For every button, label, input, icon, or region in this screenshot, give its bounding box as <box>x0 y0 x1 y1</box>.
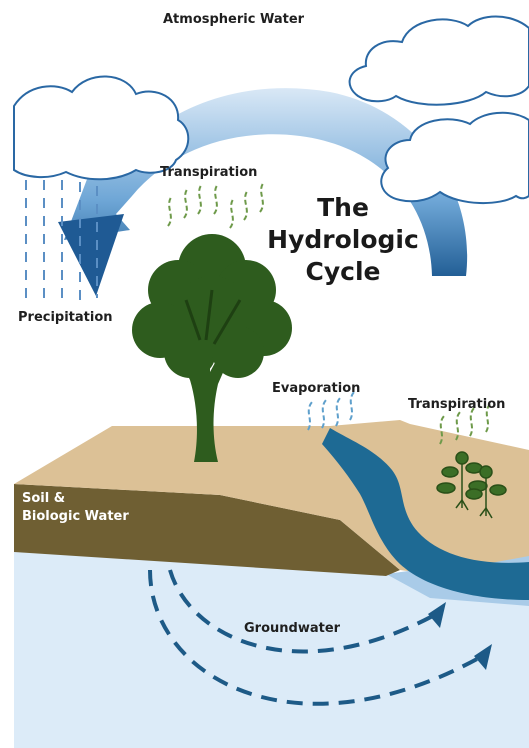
label-precipitation: Precipitation <box>18 310 113 325</box>
label-groundwater: Groundwater <box>244 621 341 636</box>
groundwater-arrowhead-lower <box>474 644 492 670</box>
river <box>322 428 529 600</box>
title-line-3: Cycle <box>305 257 381 286</box>
title-line-2: Hydrologic <box>267 225 419 254</box>
label-soil-line1: Soil & <box>22 491 66 506</box>
evaporation-steam <box>307 391 355 431</box>
title-line-1: The <box>317 193 369 222</box>
diagram-title: The Hydrologic Cycle <box>258 192 428 288</box>
plants <box>436 451 507 519</box>
cloud-left <box>13 75 190 181</box>
groundwater-arrowhead-upper <box>428 602 446 628</box>
label-transpiration-plants: Transpiration <box>408 397 506 412</box>
cloud-mid-right <box>380 111 529 204</box>
label-transpiration-tree: Transpiration <box>160 165 258 180</box>
label-evaporation: Evaporation <box>272 381 361 396</box>
label-soil-line2: Biologic Water <box>22 509 129 524</box>
groundwater-arrows <box>148 569 487 706</box>
plant-transpiration-steam <box>439 403 491 445</box>
soil-edge <box>14 484 400 576</box>
tree <box>132 234 292 462</box>
tree-transpiration-steam <box>167 181 265 229</box>
cycle-arrow-head <box>58 214 124 296</box>
label-atmospheric-water: Atmospheric Water <box>163 12 305 27</box>
cloud-top-right <box>348 15 529 106</box>
rain <box>25 180 98 302</box>
